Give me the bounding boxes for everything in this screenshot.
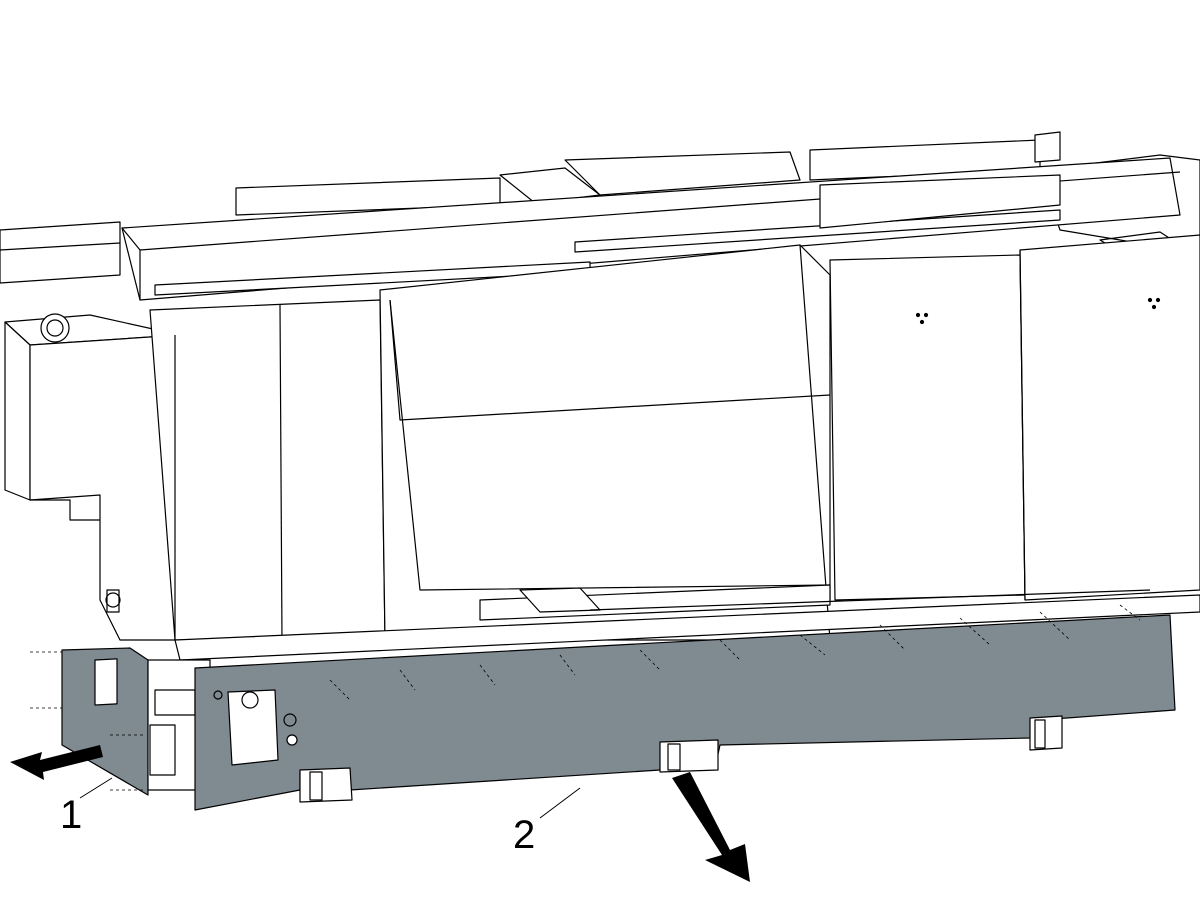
removal-arrow-down-right (672, 772, 750, 882)
leader-line-2 (539, 787, 581, 819)
top-frame (0, 131, 1200, 301)
enclosure (149, 234, 1200, 641)
leveling-feet (299, 715, 1063, 803)
callout-1-label: 1 (60, 793, 82, 837)
removal-arrow-left (10, 745, 103, 780)
callout-2-label: 2 (513, 813, 535, 857)
leader-line-1 (79, 777, 113, 799)
end-panel (61, 647, 149, 796)
left-cabinet (4, 313, 181, 641)
screw-lines (30, 604, 1141, 791)
front-lower-panel (194, 614, 1176, 811)
base-rail (174, 584, 1200, 661)
